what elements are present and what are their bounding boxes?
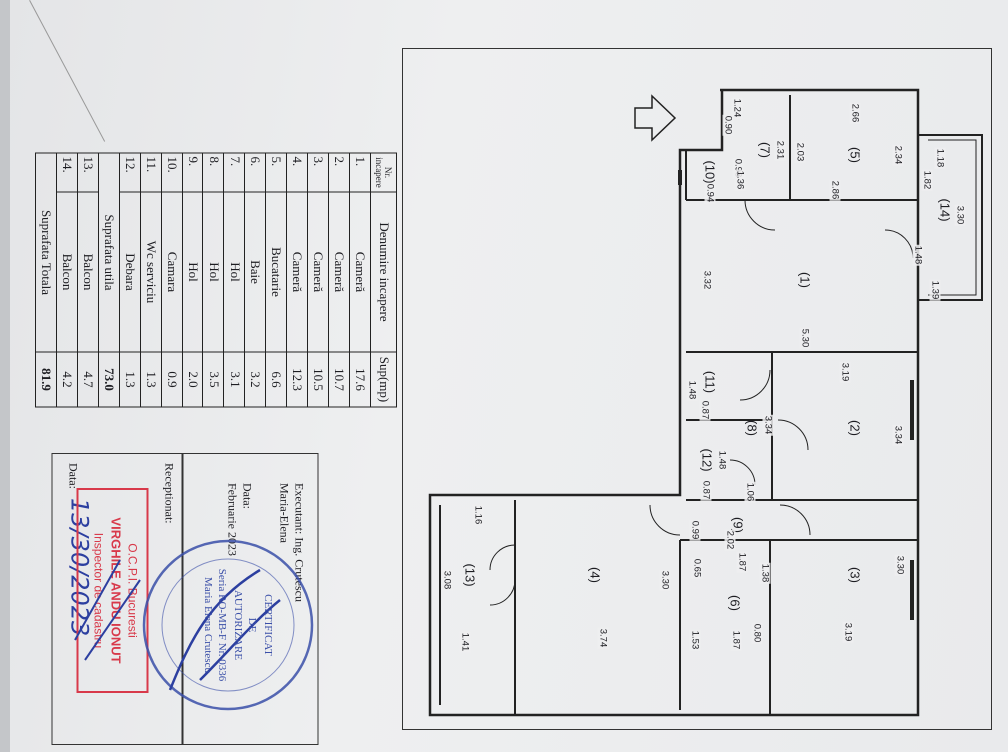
blue-stamp-line: Seria RO-MB-F Nr. 0336 (216, 568, 228, 682)
dimension-label: 5.30 (799, 327, 811, 349)
room-label: (3) (847, 567, 863, 583)
dimension-label: 1.41 (459, 631, 471, 653)
dimension-label: 1.48 (716, 449, 728, 471)
room-label: (12) (699, 448, 715, 472)
dimension-label: 2.02 (724, 529, 736, 551)
room-label: (14) (937, 198, 953, 222)
dimension-label: 3.74 (597, 627, 609, 649)
room-label: (6) (727, 595, 743, 611)
dimension-label: 3.30 (954, 204, 966, 226)
dimension-label: 2.31 (774, 139, 786, 161)
dimension-label: 1.53 (689, 629, 701, 651)
dimension-label: 3.34 (892, 424, 904, 446)
dimension-label: 0.99 (689, 519, 701, 541)
dimension-label: 1.87 (736, 551, 748, 573)
dimension-label: 1.36 (734, 169, 746, 191)
dimension-label: 0.90 (722, 114, 734, 136)
dimension-label: 3.30 (894, 554, 906, 576)
room-label: (10) (702, 160, 718, 184)
dimension-label: 3.19 (839, 361, 851, 383)
dimension-label: 3.08 (441, 569, 453, 591)
dimension-label: 1.87 (730, 629, 742, 651)
blue-stamp-line: Maria Elena Crutescu (202, 577, 214, 673)
dimension-label: 1.18 (934, 147, 946, 169)
blue-stamp-line: DE (246, 617, 258, 633)
dimension-label: 1.39 (929, 279, 941, 301)
dimension-label: 3.30 (659, 569, 671, 591)
entrance-arrow-icon (634, 94, 677, 142)
dimension-label: 2.34 (892, 144, 904, 166)
dimension-label: 0.87 (699, 399, 711, 421)
blue-stamp-line: CERTIFICAT (262, 594, 274, 656)
dimension-label: 1.38 (759, 562, 771, 584)
dimension-label: 0.80 (751, 622, 763, 644)
blue-stamp-line: AUTORIZARE (232, 589, 244, 661)
dimension-label: 0.94 (704, 182, 716, 204)
dimension-label: 1.48 (686, 379, 698, 401)
dimension-label: 3.34 (762, 414, 774, 436)
floor-plan (428, 88, 983, 717)
dimension-label: 1.16 (472, 504, 484, 526)
dimension-label: 3.32 (701, 269, 713, 291)
room-label: (11) (702, 370, 718, 394)
room-label: (8) (744, 420, 760, 436)
dimension-label: 0.65 (691, 557, 703, 579)
signature-scribble (168, 568, 281, 691)
room-label: (2) (847, 420, 863, 436)
room-label: (5) (847, 147, 863, 163)
plan-frame (402, 48, 992, 730)
room-label: (1) (797, 272, 813, 288)
room-label: (7) (757, 142, 773, 158)
dimension-label: 0.87 (700, 479, 712, 501)
blue-stamp (74, 539, 314, 711)
dimension-label: 3.19 (842, 621, 854, 643)
room-label: (4) (587, 567, 603, 583)
dimension-label: 2.03 (794, 141, 806, 163)
dimension-label: 1.82 (921, 169, 933, 191)
dimension-label: 1.06 (744, 481, 756, 503)
signature-scribble (74, 559, 141, 661)
dimension-label: 2.66 (849, 102, 861, 124)
dimension-label: 2.86 (829, 179, 841, 201)
dimension-label: 1.48 (912, 244, 924, 266)
room-label: (13) (462, 563, 478, 587)
